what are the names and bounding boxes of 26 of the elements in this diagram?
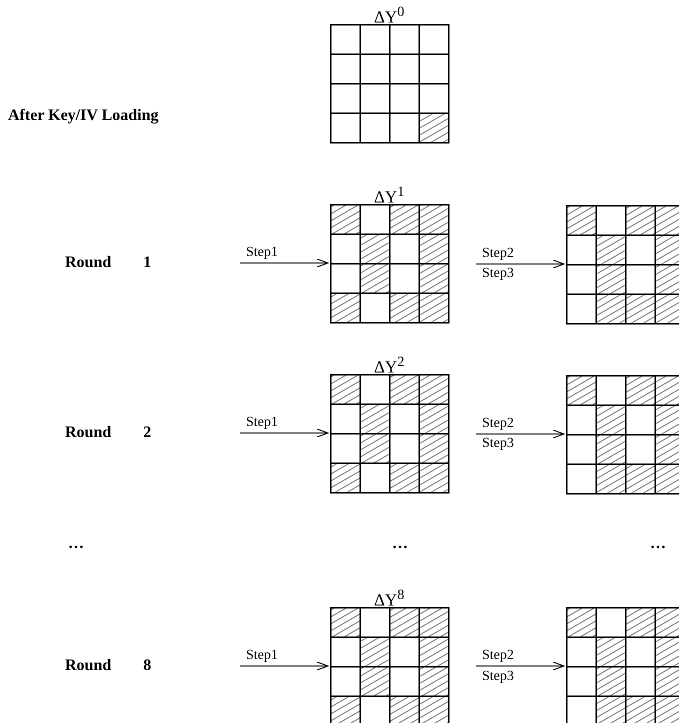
arrow bbox=[476, 430, 564, 438]
round-label: Round 1 bbox=[65, 255, 152, 271]
ellipsis: … bbox=[392, 536, 408, 552]
ellipsis: … bbox=[650, 536, 666, 552]
grid-title: ΔY$^{1}$ bbox=[374, 183, 404, 208]
arrow bbox=[476, 260, 564, 268]
arrow bbox=[240, 428, 328, 438]
round-label: Round 2 bbox=[65, 425, 152, 441]
edge-label: Step2 bbox=[482, 648, 514, 664]
arrow bbox=[476, 662, 564, 670]
step-label: Step3 bbox=[482, 266, 514, 282]
stage-label: After Key/IV Loading bbox=[8, 108, 159, 124]
edge-label: Step1 bbox=[246, 648, 278, 664]
grid-title: ΔY$^{0}$ bbox=[374, 3, 404, 28]
arrow bbox=[240, 662, 328, 670]
step-label: Step3 bbox=[482, 436, 514, 452]
grid-title: ΔY$^{2}$ bbox=[374, 353, 404, 378]
round-label: Round 8 bbox=[65, 658, 152, 674]
edge-label: Step1 bbox=[246, 415, 278, 431]
edge-label: Step2 bbox=[482, 246, 514, 262]
edge-label: Step2 bbox=[482, 416, 514, 432]
edge-label: Step1 bbox=[246, 245, 278, 261]
grid-title: ΔY$^{8}$ bbox=[374, 586, 404, 611]
step-label: Step3 bbox=[482, 669, 514, 685]
ellipsis: … bbox=[68, 536, 84, 552]
arrow bbox=[240, 258, 328, 268]
